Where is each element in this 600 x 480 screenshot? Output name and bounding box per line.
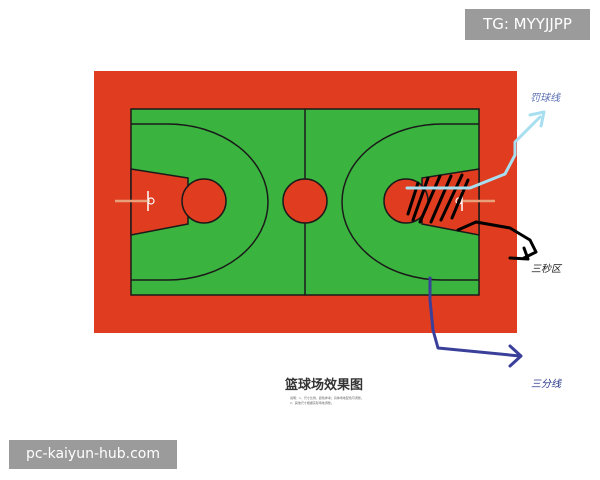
watermark-tg: TG: MYYJJPP [465,9,590,40]
center-circle [282,178,328,224]
arrow-icon [428,276,523,368]
caption-notes: 说明：1、尺寸比例，颜色参考；具体场地配色可调整。 2、其他尺寸根据实际场地调整… [290,396,380,406]
key-left [130,168,189,236]
caption-note-line: 2、其他尺寸根据实际场地调整。 [290,401,334,405]
annotation-rebound-line: 罚球线 [530,93,560,104]
arrow-icon [474,220,538,261]
arrow-icon [405,110,546,190]
caption-note-line: 说明：1、尺寸比例，颜色参考；具体场地配色可调整。 [290,396,364,400]
three-point-line-left [131,123,269,281]
annotation-three-point-line: 三分线 [531,379,561,390]
free-throw-circle-left [181,178,227,224]
annotation-paint-area: 三秒区 [531,264,561,275]
caption-title: 篮球场效果图 [285,378,364,393]
hoop-left [147,197,155,205]
watermark-site: pc-kaiyun-hub.com [9,440,177,469]
three-point-line-right [341,123,479,281]
